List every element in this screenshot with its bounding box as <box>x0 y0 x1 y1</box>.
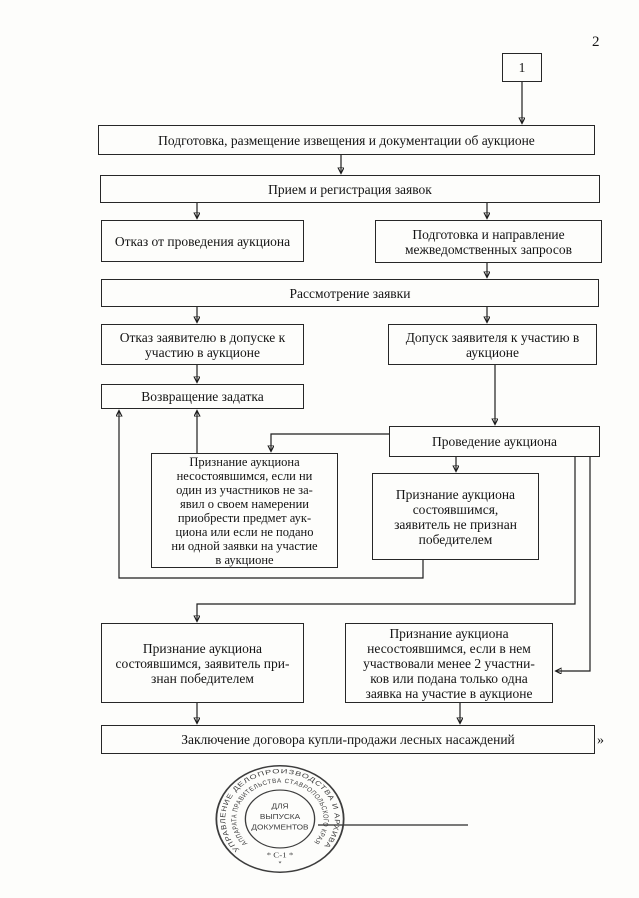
flow-node-accept-register: Прием и регистрация заявок <box>100 175 600 203</box>
flow-node-deny-admission: Отказ заявителю в допуске к участию в ау… <box>101 324 304 365</box>
connector-conduct-to-failed-few <box>556 457 591 671</box>
flow-node-return-deposit: Возвращение задатка <box>101 384 304 409</box>
stamp-inner-circle <box>244 789 316 849</box>
flow-node-valid-not-winner: Признание аукциона состоявшимся, заявите… <box>372 473 539 560</box>
flow-node-prepare-notice: Подготовка, размещение извещения и докум… <box>98 125 595 155</box>
stamp-center-line1: ДЛЯ <box>272 802 289 810</box>
stamp-code: * С-1 * <box>267 851 294 859</box>
closing-quote-mark: » <box>597 733 604 748</box>
flow-node-admit-applicant: Допуск заявителя к участию в аукционе <box>388 324 597 365</box>
flow-node-interagency-requests: Подготовка и направление межведомственны… <box>375 220 602 263</box>
flow-node-failed-few-participants: Признание аукциона несостоявшимся, если … <box>345 623 553 703</box>
flow-node-conduct-auction: Проведение аукциона <box>389 426 600 457</box>
stamp: УПРАВЛЕНИЕ ДЕЛОПРОИЗВОДСТВА И АРХИВА АПП… <box>215 765 345 873</box>
flow-node-valid-winner: Признание аукциона состоявшимся, заявите… <box>101 623 304 703</box>
stamp-outer-circle <box>215 765 345 873</box>
stamp-center-line3: ДОКУМЕНТОВ <box>251 823 308 831</box>
flow-node-refuse-auction: Отказ от проведения аукциона <box>101 220 304 262</box>
connector-conduct-to-failed-no-bids <box>271 433 389 451</box>
flow-node-contract: Заключение договора купли-продажи лесных… <box>101 725 595 754</box>
flow-node-review-application: Рассмотрение заявки <box>101 279 599 307</box>
stamp-bottom-mark: * <box>278 859 281 867</box>
flow-node-failed-no-bids: Признание аукциона несостоявшимся, если … <box>151 453 338 568</box>
flow-node-start: 1 <box>502 53 542 82</box>
page-number: 2 <box>592 34 600 50</box>
stamp-center-line2: ВЫПУСКА <box>260 813 301 821</box>
